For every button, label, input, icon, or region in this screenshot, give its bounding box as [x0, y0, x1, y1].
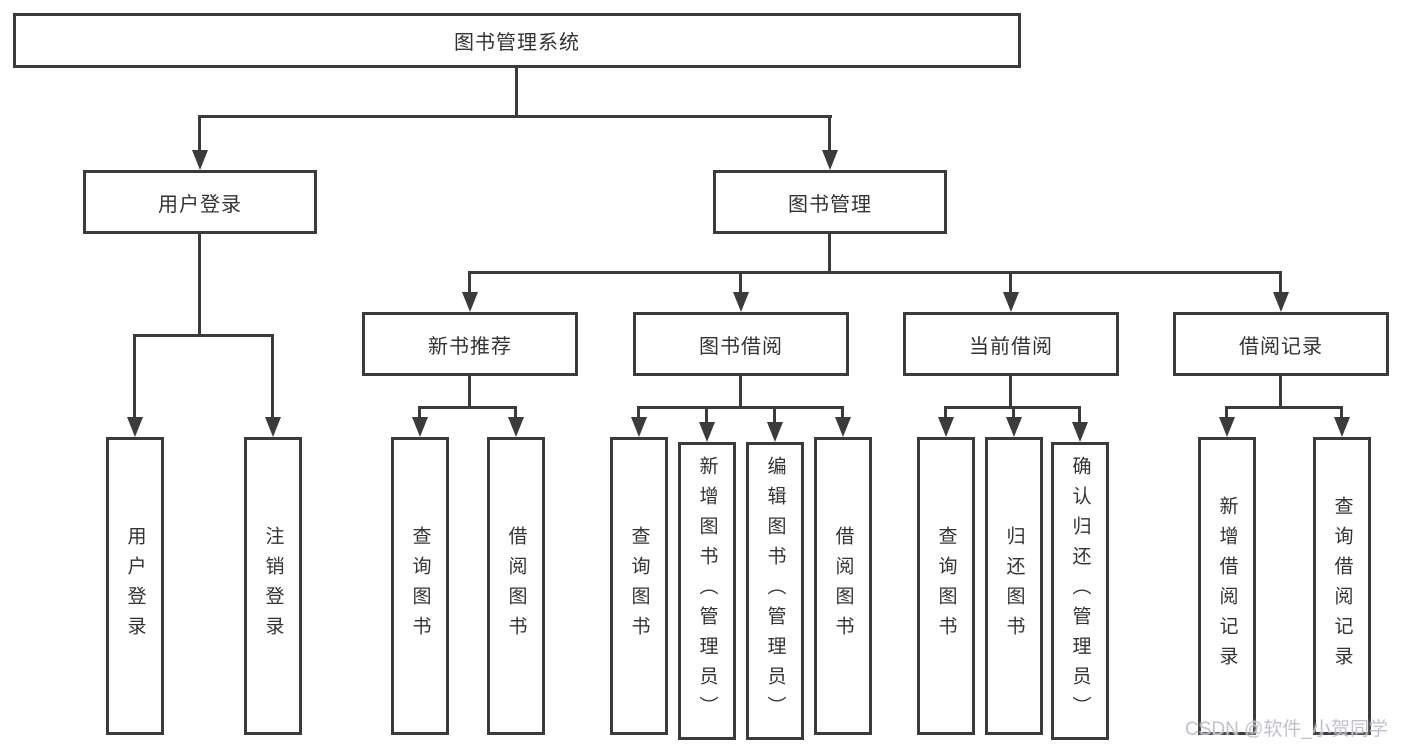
arrow-down-icon — [508, 417, 524, 437]
arrow-down-icon — [265, 417, 281, 437]
leaf-borrow-books-label: 借阅图书 — [832, 526, 854, 646]
arrow-down-icon — [938, 417, 954, 437]
node-new-book-recommend: 新书推荐 — [362, 312, 578, 376]
arrow-down-icon — [1006, 417, 1022, 437]
leaf-edit-book-admin-label: 编辑图书（管理员） — [764, 456, 786, 726]
connector-vline — [468, 271, 471, 294]
leaf-add-book-admin-label: 新增图书（管理员） — [696, 456, 718, 726]
leaf-borrow-books: 借阅图书 — [814, 437, 872, 735]
node-book-borrow: 图书借阅 — [633, 312, 849, 376]
connector-vline — [514, 406, 517, 419]
node-user-login: 用户登录 — [83, 170, 317, 234]
arrow-down-icon — [835, 417, 851, 437]
node-book-management: 图书管理 — [713, 170, 947, 234]
leaf-confirm-return-admin: 确认归还（管理员） — [1051, 442, 1109, 740]
node-borrow-record: 借阅记录 — [1173, 312, 1389, 376]
node-new-book-recommend-label: 新书推荐 — [428, 335, 512, 358]
connector-hline — [198, 115, 832, 118]
leaf-logout-label: 注销登录 — [262, 526, 284, 646]
connector-vline — [1009, 271, 1012, 294]
arrow-down-icon — [192, 150, 208, 170]
connector-vline — [739, 376, 742, 409]
connector-hline — [133, 334, 274, 337]
connector-vline — [773, 406, 776, 424]
leaf-query-books-recommend-label: 查询图书 — [409, 526, 431, 646]
connector-vline — [944, 406, 947, 419]
leaf-add-borrow-record-label: 新增借阅记录 — [1216, 496, 1238, 676]
node-borrow-record-label: 借阅记录 — [1239, 335, 1323, 358]
connector-vline — [1279, 271, 1282, 294]
arrow-down-icon — [822, 150, 838, 170]
connector-hline — [468, 271, 1282, 274]
connector-hline — [418, 406, 517, 409]
arrow-down-icon — [733, 292, 749, 312]
connector-hline — [1225, 406, 1343, 409]
connector-vline — [841, 406, 844, 419]
node-root-label: 图书管理系统 — [454, 32, 580, 54]
arrow-down-icon — [412, 417, 428, 437]
csdn-watermark: CSDN @软件_小贺同学 — [1185, 719, 1388, 740]
connector-vline — [739, 271, 742, 294]
connector-hline — [637, 406, 844, 409]
connector-vline — [271, 334, 274, 419]
connector-vline — [468, 376, 471, 409]
leaf-user-login: 用户登录 — [106, 437, 164, 735]
connector-vline — [637, 406, 640, 419]
connector-vline — [1225, 406, 1228, 419]
arrow-down-icon — [1334, 417, 1350, 437]
node-user-login-label: 用户登录 — [158, 193, 242, 216]
node-current-borrow: 当前借阅 — [903, 312, 1119, 376]
connector-vline — [1279, 376, 1282, 409]
arrow-down-icon — [1072, 422, 1088, 442]
arrow-down-icon — [1273, 292, 1289, 312]
node-current-borrow-label: 当前借阅 — [969, 335, 1053, 358]
connector-vline — [418, 406, 421, 419]
connector-vline — [1078, 406, 1081, 424]
connector-vline — [515, 68, 518, 118]
connector-vline — [1340, 406, 1343, 419]
leaf-query-books-borrow: 查询图书 — [610, 437, 668, 735]
leaf-query-books-current: 查询图书 — [917, 437, 975, 735]
connector-vline — [1012, 406, 1015, 419]
arrow-down-icon — [462, 292, 478, 312]
leaf-borrow-books-recommend-label: 借阅图书 — [505, 526, 527, 646]
arrow-down-icon — [127, 417, 143, 437]
leaf-query-books-recommend: 查询图书 — [391, 437, 449, 735]
connector-vline — [828, 234, 831, 274]
node-book-management-label: 图书管理 — [788, 193, 872, 216]
leaf-query-books-borrow-label: 查询图书 — [628, 526, 650, 646]
arrow-down-icon — [1003, 292, 1019, 312]
leaf-edit-book-admin: 编辑图书（管理员） — [746, 442, 804, 740]
node-book-borrow-label: 图书借阅 — [699, 335, 783, 358]
connector-vline — [1009, 376, 1012, 409]
connector-vline — [133, 334, 136, 419]
leaf-logout: 注销登录 — [244, 437, 302, 735]
arrow-down-icon — [699, 422, 715, 442]
arrow-down-icon — [1219, 417, 1235, 437]
leaf-confirm-return-admin-label: 确认归还（管理员） — [1069, 456, 1091, 726]
connector-vline — [705, 406, 708, 424]
leaf-query-borrow-record-label: 查询借阅记录 — [1331, 496, 1353, 676]
connector-vline — [828, 115, 831, 152]
node-root-library-system: 图书管理系统 — [13, 13, 1021, 68]
leaf-borrow-books-recommend: 借阅图书 — [487, 437, 545, 735]
leaf-add-borrow-record: 新增借阅记录 — [1198, 437, 1256, 735]
connector-vline — [198, 115, 201, 152]
leaf-return-book: 归还图书 — [985, 437, 1043, 735]
leaf-return-book-label: 归还图书 — [1003, 526, 1025, 646]
arrow-down-icon — [631, 417, 647, 437]
leaf-add-book-admin: 新增图书（管理员） — [678, 442, 736, 740]
leaf-query-borrow-record: 查询借阅记录 — [1313, 437, 1371, 735]
connector-vline — [198, 234, 201, 337]
leaf-query-books-current-label: 查询图书 — [935, 526, 957, 646]
leaf-user-login-label: 用户登录 — [124, 526, 146, 646]
arrow-down-icon — [767, 422, 783, 442]
